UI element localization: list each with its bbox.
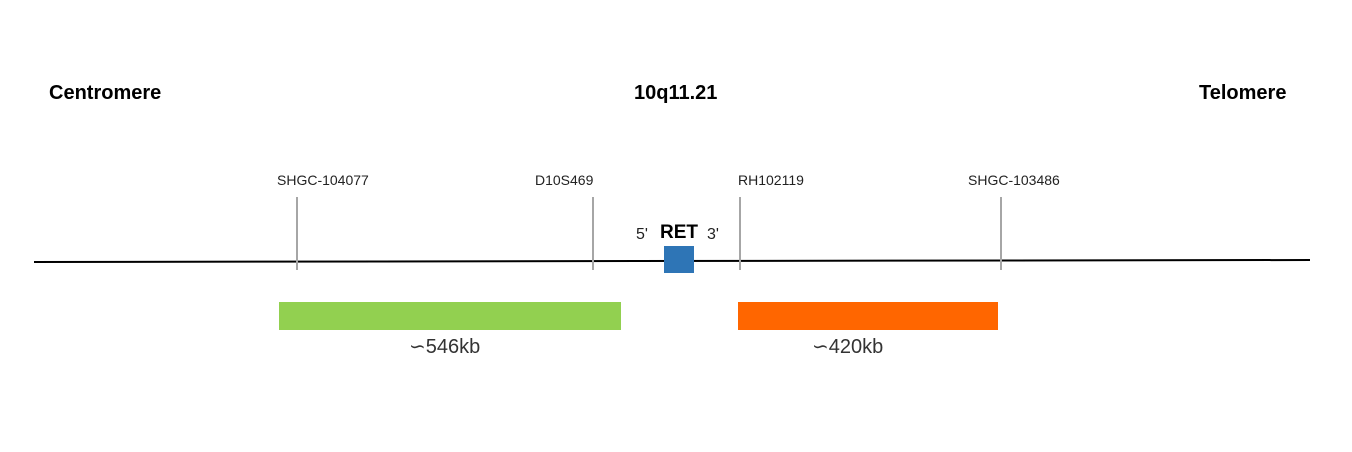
telomeric-probe-size: ∽420kb xyxy=(812,336,884,358)
telomere-label: Telomere xyxy=(1199,82,1287,104)
ret-gene-box xyxy=(664,246,694,273)
three-prime-label: 3' xyxy=(707,226,719,243)
gene-name-label: RET xyxy=(660,222,698,243)
marker-label-d10s469: D10S469 xyxy=(535,172,594,188)
centromere-label: Centromere xyxy=(49,82,162,104)
marker-label-shgc-103486: SHGC-103486 xyxy=(968,172,1060,188)
centromeric-probe-bar xyxy=(279,302,621,330)
band-label: 10q11.21 xyxy=(634,82,718,104)
telomeric-probe-bar xyxy=(738,302,998,330)
centromeric-probe-size: ∽546kb xyxy=(409,336,481,358)
marker-label-rh102119: RH102119 xyxy=(738,172,804,188)
five-prime-label: 5' xyxy=(636,226,648,243)
marker-label-shgc-104077: SHGC-104077 xyxy=(277,172,369,188)
